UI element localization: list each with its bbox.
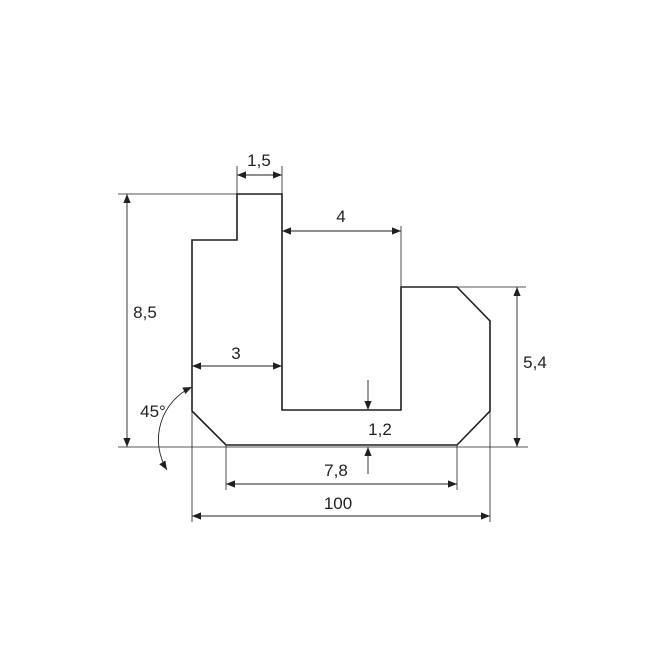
angle-arc bbox=[157, 386, 193, 471]
dim-label-bottom-flat: 7,8 bbox=[324, 461, 348, 480]
profile-outline bbox=[191, 193, 491, 446]
dim-label-left-width: 3 bbox=[231, 344, 240, 363]
dim-label-overall-width: 100 bbox=[324, 494, 352, 513]
dim-label-total-height: 8,5 bbox=[133, 303, 157, 322]
dim-label-slot-floor: 1,2 bbox=[368, 420, 392, 439]
dim-label-right-height: 5,4 bbox=[523, 353, 547, 372]
dim-label-slot-width: 4 bbox=[336, 207, 345, 226]
angle-label: 45° bbox=[140, 402, 166, 421]
extension-lines bbox=[118, 166, 528, 522]
dim-label-top-step: 1,5 bbox=[247, 151, 271, 170]
